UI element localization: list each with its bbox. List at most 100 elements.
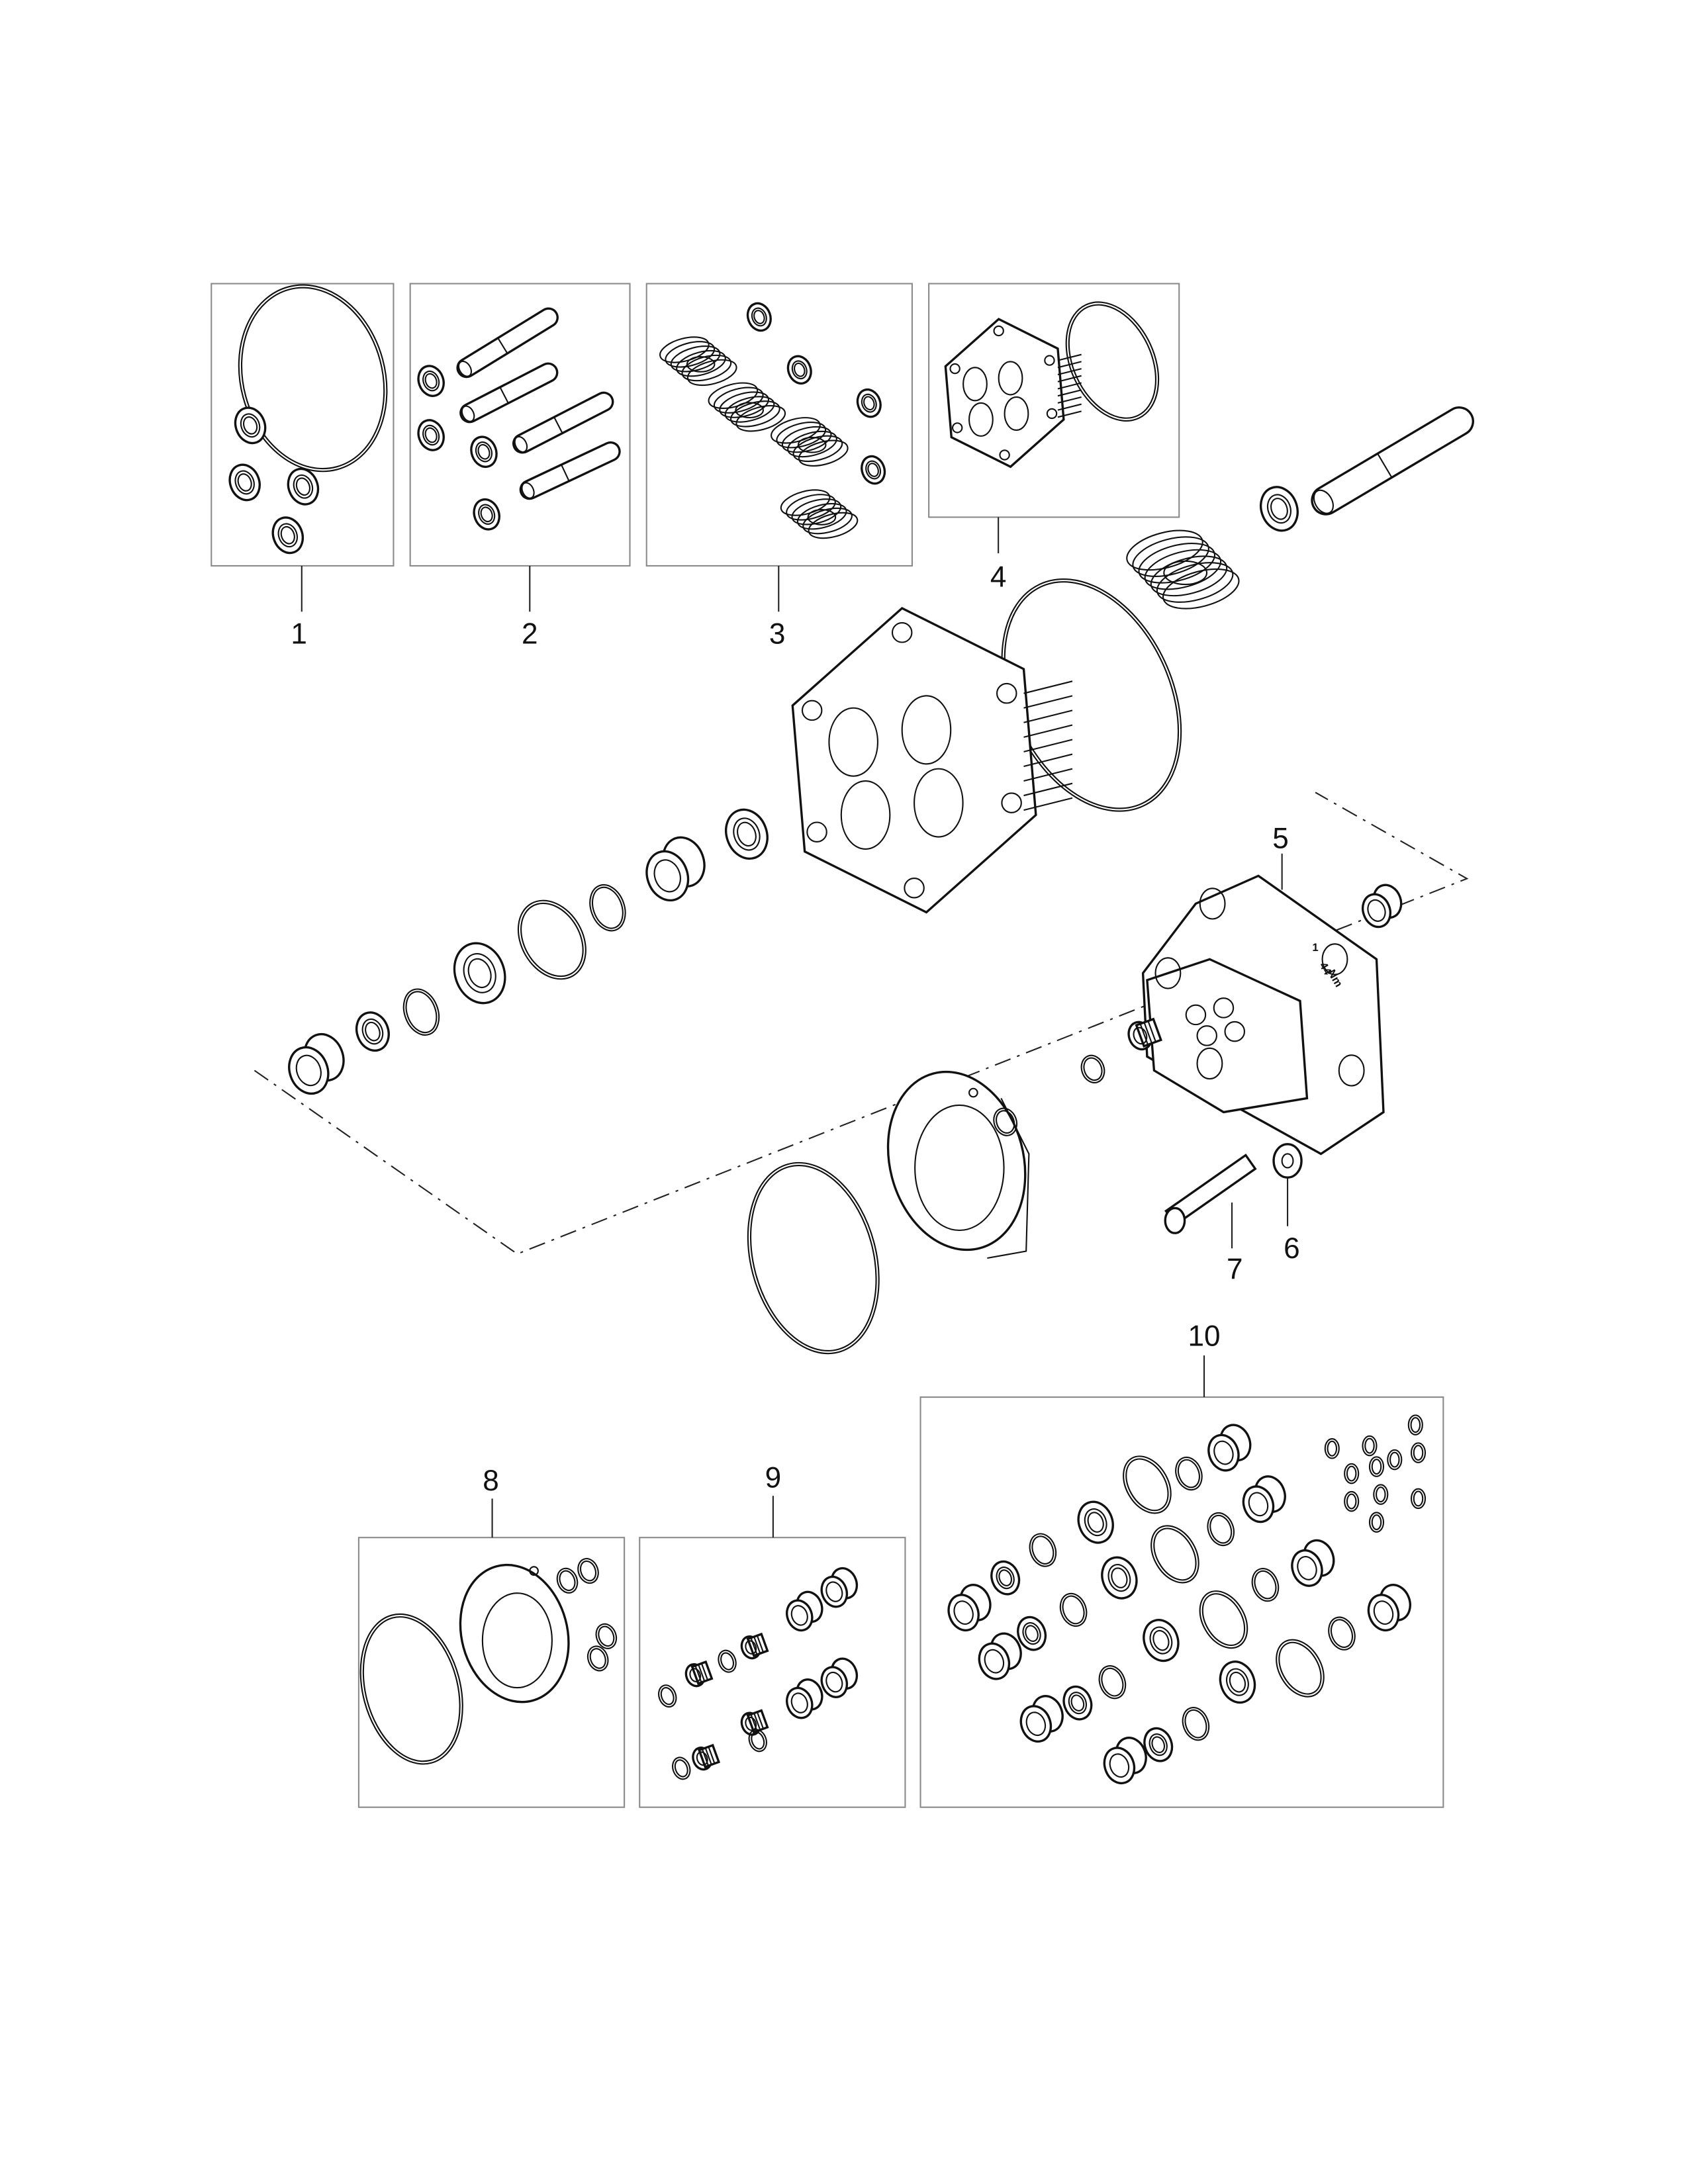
kit-box-2	[409, 283, 631, 567]
cylinder-head-kit	[944, 318, 1082, 469]
cap-nut	[786, 1590, 823, 1632]
item-label-7: 7	[1227, 1253, 1243, 1286]
valve-housing-kit	[459, 1563, 570, 1704]
seal-ring	[417, 365, 445, 397]
o-ring	[1182, 1707, 1210, 1741]
seal-ring	[1101, 1556, 1138, 1600]
seal-ring	[470, 435, 498, 469]
seal-ring	[453, 942, 506, 1005]
valve-cartridge	[740, 1632, 769, 1660]
seal-ring	[234, 406, 267, 445]
cap-nut	[820, 1657, 859, 1698]
o-ring	[595, 1623, 618, 1649]
cap-nut	[1367, 1584, 1411, 1632]
cap-nut	[978, 1632, 1022, 1680]
kit-box-9	[639, 1537, 906, 1808]
large-o-ring	[1276, 1639, 1325, 1698]
valve-cartridge	[684, 1660, 714, 1688]
piston	[519, 441, 621, 500]
o-ring	[1175, 1456, 1203, 1491]
o-ring	[1029, 1533, 1057, 1567]
item-label-3: 3	[769, 618, 786, 651]
small-o-ring	[968, 1087, 978, 1098]
o-ring	[1368, 1512, 1385, 1533]
o-ring	[1098, 1665, 1127, 1700]
piston	[512, 391, 614, 454]
o-ring	[993, 1107, 1018, 1136]
o-ring	[556, 1567, 579, 1594]
cap-nut	[947, 1584, 992, 1632]
item-label-10: 10	[1188, 1320, 1220, 1352]
cap-nut	[1103, 1737, 1147, 1785]
o-ring	[1407, 1414, 1423, 1435]
small-o-ring	[529, 1566, 539, 1576]
seal-ring	[355, 1011, 390, 1052]
cap-nut	[820, 1567, 859, 1608]
item-label-5: 5	[1272, 822, 1289, 854]
seal-ring	[1062, 1685, 1093, 1721]
seal-ring	[861, 455, 886, 485]
seal-ring	[1017, 1615, 1047, 1651]
o-ring	[658, 1684, 677, 1708]
seal-ring	[746, 302, 772, 332]
o-ring	[1362, 1435, 1378, 1457]
spring	[659, 336, 737, 387]
seal-ring	[228, 463, 261, 502]
cap-nut	[1019, 1695, 1064, 1743]
seal-ring	[990, 1560, 1021, 1596]
o-ring	[577, 1558, 599, 1584]
piston	[1311, 406, 1474, 516]
o-ring	[402, 988, 440, 1036]
cap-screw	[1164, 1154, 1257, 1234]
valve-cartridge	[692, 1743, 721, 1771]
o-ring	[1251, 1568, 1280, 1602]
large-o-ring	[747, 1161, 880, 1355]
seal-ring	[1219, 1661, 1256, 1704]
cap-nut	[1361, 884, 1403, 929]
cap-nut	[645, 836, 706, 902]
o-ring	[1059, 1592, 1088, 1627]
spring	[1126, 529, 1240, 610]
seal-ring	[417, 419, 445, 451]
piston	[456, 307, 559, 379]
o-ring	[718, 1649, 737, 1673]
large-o-ring	[1199, 1590, 1248, 1649]
seal-ring	[1077, 1500, 1114, 1544]
o-ring	[672, 1756, 691, 1780]
large-o-ring	[1150, 1525, 1199, 1584]
o-ring	[1344, 1463, 1360, 1484]
seal-ring	[473, 498, 500, 531]
o-ring	[1410, 1442, 1427, 1463]
item-label-8: 8	[483, 1465, 499, 1497]
o-ring	[1373, 1484, 1389, 1505]
o-ring	[586, 1645, 609, 1672]
large-o-ring	[517, 899, 586, 980]
seal-ring	[1260, 486, 1299, 532]
o-ring	[1387, 1449, 1403, 1471]
spring	[708, 382, 786, 432]
item-label-6: 6	[1284, 1232, 1300, 1265]
cap-nut	[1291, 1539, 1335, 1587]
o-ring	[1368, 1456, 1385, 1477]
cylinder-head	[791, 607, 1073, 914]
piston	[459, 362, 559, 424]
spring	[771, 417, 849, 467]
large-o-ring	[359, 1613, 463, 1765]
o-ring	[1080, 1054, 1105, 1083]
cap-nut	[1207, 1424, 1252, 1472]
o-ring	[1344, 1490, 1360, 1512]
o-ring	[1410, 1488, 1427, 1510]
cap-nut	[1242, 1475, 1286, 1524]
spring	[780, 489, 859, 539]
o-ring	[1207, 1512, 1235, 1547]
cap-nut	[288, 1032, 345, 1095]
kit-box-4	[928, 283, 1180, 518]
valve-housing	[886, 1070, 1030, 1259]
large-o-ring	[238, 284, 388, 473]
o-ring	[589, 884, 626, 932]
item-label-2: 2	[522, 618, 538, 651]
seal-ring	[287, 467, 320, 506]
o-ring	[1328, 1616, 1356, 1651]
washer	[1272, 1143, 1303, 1179]
